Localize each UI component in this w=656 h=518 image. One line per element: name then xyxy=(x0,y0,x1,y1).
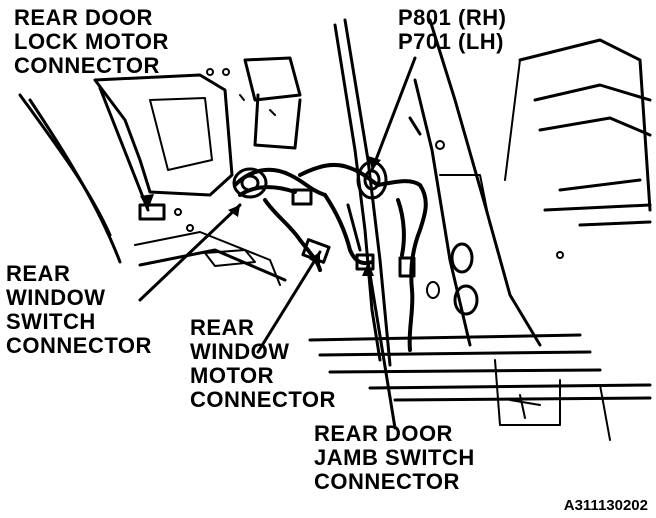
label-pin-ids: P801 (RH) P701 (LH) xyxy=(398,6,506,54)
label-line: MOTOR xyxy=(190,363,274,388)
label-line: CONNECTOR xyxy=(314,469,460,494)
label-line: WINDOW xyxy=(190,339,290,364)
label-line: CONNECTOR xyxy=(190,387,336,412)
label-rear-window-motor-connector: REAR WINDOW MOTOR CONNECTOR xyxy=(190,316,336,412)
label-line: P801 (RH) xyxy=(398,5,507,30)
sill-floor xyxy=(308,333,652,441)
leader-arrowheads xyxy=(140,156,381,276)
door-panel-outline xyxy=(18,56,302,286)
label-rear-door-lock-motor-connector: REAR DOOR LOCK MOTOR CONNECTOR xyxy=(14,6,169,78)
rear-body-section xyxy=(504,38,652,227)
door-jamb-pillar xyxy=(333,18,542,367)
label-line: CONNECTOR xyxy=(6,333,152,358)
label-line: REAR DOOR xyxy=(314,421,453,446)
fastener-details xyxy=(174,68,564,259)
label-line: JAMB SWITCH xyxy=(314,445,475,470)
label-line: REAR xyxy=(6,261,71,286)
label-rear-door-jamb-switch-connector: REAR DOOR JAMB SWITCH CONNECTOR xyxy=(314,422,475,494)
label-line: SWITCH xyxy=(6,309,96,334)
label-line: LOCK MOTOR xyxy=(14,29,169,54)
label-rear-window-switch-connector: REAR WINDOW SWITCH CONNECTOR xyxy=(6,262,152,358)
label-line: WINDOW xyxy=(6,285,106,310)
leader-lines xyxy=(98,56,417,430)
label-line: CONNECTOR xyxy=(14,53,160,78)
figure-id: A311130202 xyxy=(563,497,648,514)
label-line: P701 (LH) xyxy=(398,29,504,54)
label-line: REAR xyxy=(190,315,255,340)
label-line: REAR DOOR xyxy=(14,5,153,30)
